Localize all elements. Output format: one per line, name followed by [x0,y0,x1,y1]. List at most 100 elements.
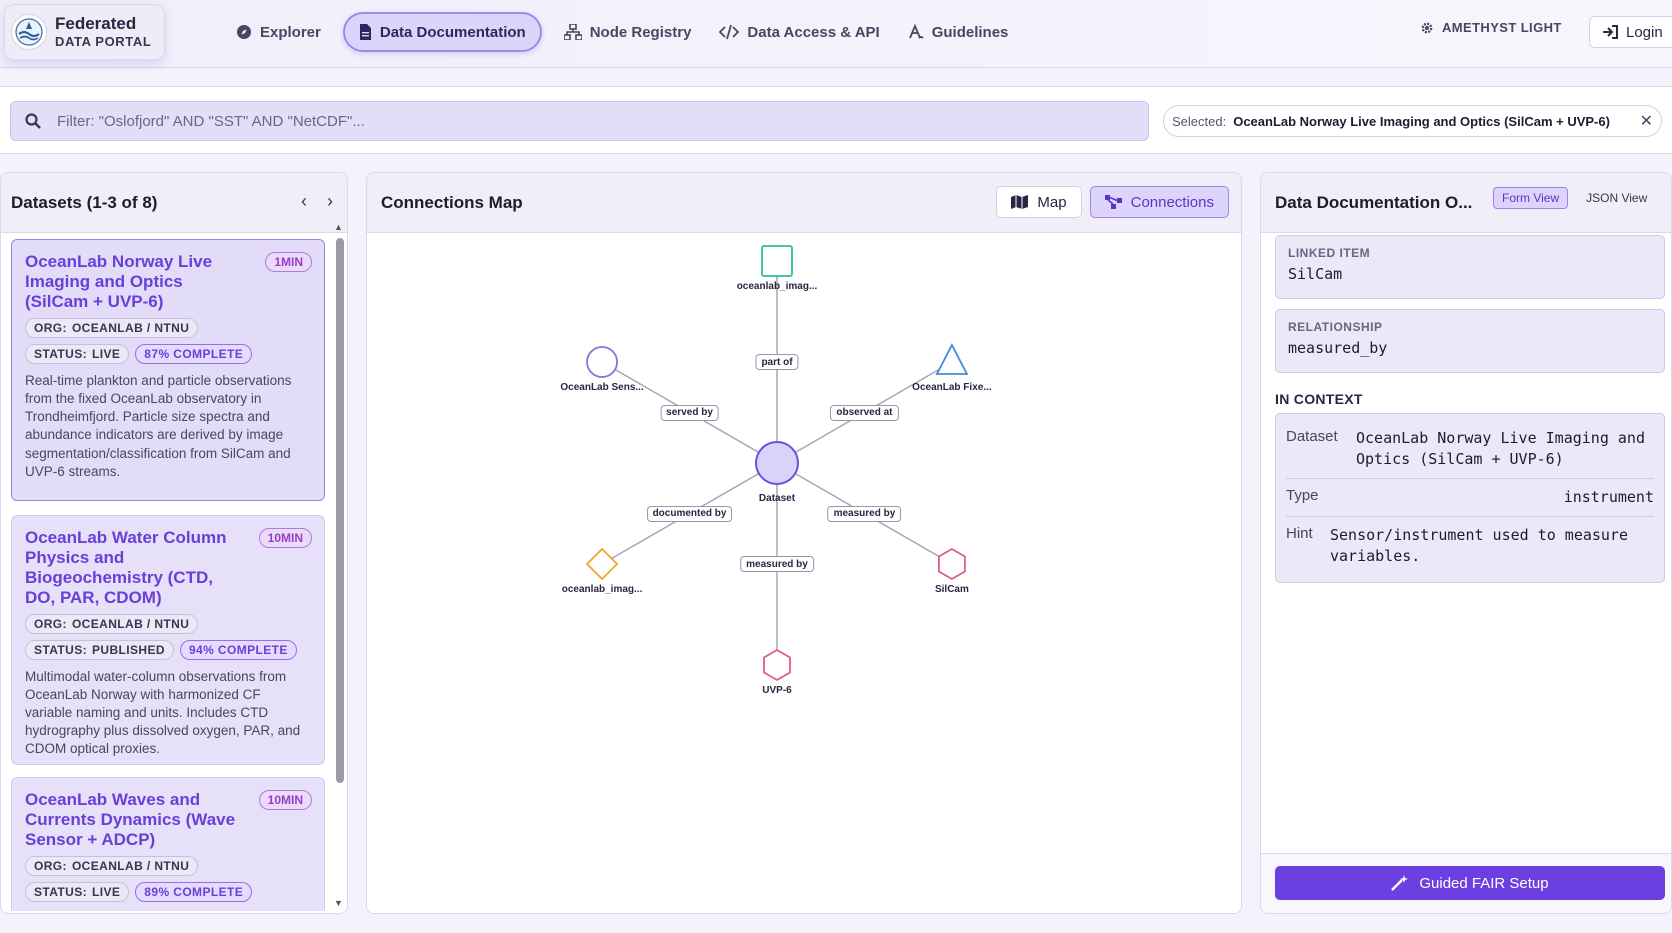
selected-dataset-chip: Selected: OceanLab Norway Live Imaging a… [1163,105,1662,137]
nav-node-registry-label: Node Registry [589,23,692,41]
graph-node[interactable] [761,245,793,277]
documentation-panel: Data Documentation O... Form View JSON V… [1260,172,1672,914]
brand-subtitle: DATA PORTAL [55,34,152,50]
relationship-field: RELATIONSHIP measured_by [1275,309,1665,373]
nav-guidelines[interactable]: Guidelines [894,12,1023,52]
graph-node[interactable] [938,547,966,581]
selected-label: Selected: [1172,113,1227,129]
org-pill: ORG:OCEANLAB / NTNU [25,613,199,634]
time-badge: 1MIN [265,252,312,272]
graph-node-label: oceanlab_imag... [561,584,643,595]
network-icon [563,24,582,40]
login-label: Login [1626,23,1663,41]
dataset-list-scrollbar[interactable] [336,238,344,783]
dataset-description: Real-time plankton and particle observat… [25,372,292,479]
next-page-icon[interactable]: › [327,191,333,211]
nav-node-registry[interactable]: Node Registry [550,12,706,52]
scroll-up-arrow[interactable]: ▲ [334,222,343,232]
dataset-card[interactable]: OceanLab Waves and Currents Dynamics (Wa… [11,777,325,911]
view-toggle: Map Connections [996,186,1229,218]
connections-icon [1104,195,1122,209]
graph-edge-label: observed at [830,404,899,421]
tab-form-view[interactable]: Form View [1493,187,1569,209]
gear-icon [1421,22,1433,33]
completeness-pill: 89% COMPLETE [135,881,253,902]
documentation-title: Data Documentation O... [1275,192,1473,212]
graph-node-label: OceanLab Fixe... [912,382,992,393]
graph-node[interactable] [585,547,619,581]
search-box[interactable] [10,101,1149,141]
context-key: Dataset [1286,428,1338,445]
tab-json-view[interactable]: JSON View [1586,191,1648,205]
graph-edge-label: measured by [827,505,902,522]
map-view-label: Map [1037,193,1067,211]
nav-data-documentation[interactable]: Data Documentation [342,12,542,52]
graph-node[interactable] [935,343,969,375]
theme-toggle[interactable]: AMETHYST LIGHT [1420,20,1562,35]
context-row-dataset: Dataset OceanLab Norway Live Imaging and… [1286,420,1654,479]
dataset-title[interactable]: OceanLab Waves and Currents Dynamics (Wa… [25,790,236,849]
graph-edge-label: measured by [740,556,814,572]
graph-node-label: oceanlab_imag... [736,281,818,292]
dataset-title[interactable]: OceanLab Water Column Physics and Biogeo… [25,528,227,607]
context-row-type: Type instrument [1286,479,1654,517]
selected-value: OceanLab Norway Live Imaging and Optics … [1233,113,1610,129]
status-pill: STATUS:LIVE [25,343,130,364]
portal-logo-icon [11,14,47,50]
dataset-description: Multimodal water-column observations fro… [25,668,301,757]
dataset-card[interactable]: OceanLab Water Column Physics and Biogeo… [11,515,325,765]
connections-panel-header: Connections Map Map Connections [367,173,1241,233]
scroll-down-arrow[interactable]: ▼ [334,898,343,908]
login-button[interactable]: Login [1589,16,1672,48]
documentation-footer: Guided FAIR Setup [1261,853,1671,913]
context-row-hint: Hint Sensor/instrument used to measure v… [1286,517,1654,575]
in-context-box: Dataset OceanLab Norway Live Imaging and… [1275,413,1665,583]
top-navigation-bar: Federated DATA PORTAL Explorer Data Docu… [0,0,1672,68]
graph-edge-label: part of [755,354,799,370]
compass-icon [237,25,251,39]
graph-edge-label: served by [660,404,719,421]
sign-in-icon [1603,25,1618,39]
relationship-value: measured_by [1288,339,1388,357]
nav-data-access-api[interactable]: Data Access & API [705,12,893,52]
guided-fair-setup-label: Guided FAIR Setup [1419,874,1549,892]
search-icon [25,113,41,129]
dataset-title[interactable]: OceanLab Norway Live Imaging and Optics … [25,252,213,311]
nav-explorer[interactable]: Explorer [222,12,335,52]
org-pill: ORG:OCEANLAB / NTNU [25,855,199,876]
guided-fair-setup-button[interactable]: Guided FAIR Setup [1275,866,1665,900]
graph-node-label: OceanLab Sens... [560,382,644,393]
org-pill: ORG:OCEANLAB / NTNU [25,317,199,338]
context-value: OceanLab Norway Live Imaging and Optics … [1356,429,1645,468]
graph-node[interactable] [586,346,618,378]
datasets-panel: Datasets (1-3 of 8) ‹ › OceanLab Norway … [0,172,348,914]
prev-page-icon[interactable]: ‹ [301,191,307,211]
connections-view-button[interactable]: Connections [1089,186,1229,218]
clear-selection-icon[interactable]: ✕ [1639,113,1653,130]
datasets-panel-header: Datasets (1-3 of 8) ‹ › [1,173,347,233]
context-key: Type [1286,487,1319,504]
brand-logo-block[interactable]: Federated DATA PORTAL [4,4,165,60]
search-input[interactable] [57,112,1057,130]
datasets-title: Datasets (1-3 of 8) [11,192,158,212]
datasets-pager: ‹ › [301,191,333,212]
map-view-button[interactable]: Map [996,186,1082,218]
connections-panel: Connections Map Map Connections Dataset o… [366,172,1242,914]
graph-node-label: UVP-6 [762,685,792,696]
graph-node-label: SilCam [934,584,969,595]
nav-explorer-label: Explorer [260,23,321,41]
center-node-label: Dataset [758,493,796,504]
dataset-center-node[interactable] [755,441,799,485]
context-value: Sensor/instrument used to measure variab… [1330,526,1629,565]
signature-icon [908,24,924,39]
graph-node[interactable] [763,648,791,682]
dataset-card[interactable]: OceanLab Norway Live Imaging and Optics … [11,239,325,501]
documentation-panel-header: Data Documentation O... Form View JSON V… [1261,173,1671,233]
connections-title: Connections Map [381,192,523,212]
nav-data-documentation-label: Data Documentation [379,23,526,41]
status-pill: STATUS:PUBLISHED [25,639,174,660]
linked-item-label: LINKED ITEM [1288,246,1371,260]
brand-title: Federated [55,14,137,34]
connections-view-label: Connections [1130,193,1214,211]
